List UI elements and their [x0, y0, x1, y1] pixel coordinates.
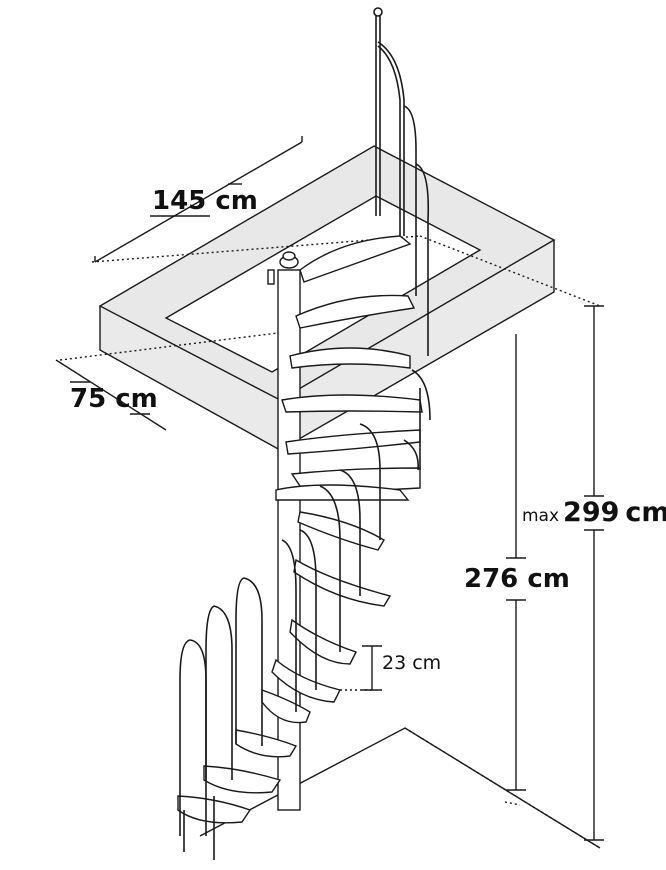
depth-dimension — [55, 359, 167, 431]
width-label: 145 cm — [152, 186, 258, 216]
max-prefix: max — [522, 506, 560, 526]
max-height-value: 299 — [563, 497, 620, 528]
handrail — [179, 7, 431, 860]
width-dimension — [94, 136, 303, 263]
depth-label: 75 cm — [70, 384, 158, 414]
height-dimensions — [330, 305, 604, 841]
max-height-label: max 299 cm — [522, 499, 666, 526]
floor-outline — [199, 727, 601, 849]
treads — [177, 235, 423, 824]
height-label: 276 cm — [464, 564, 570, 594]
step-rise-label: 23 cm — [382, 652, 442, 674]
max-height-unit: cm — [625, 497, 666, 528]
